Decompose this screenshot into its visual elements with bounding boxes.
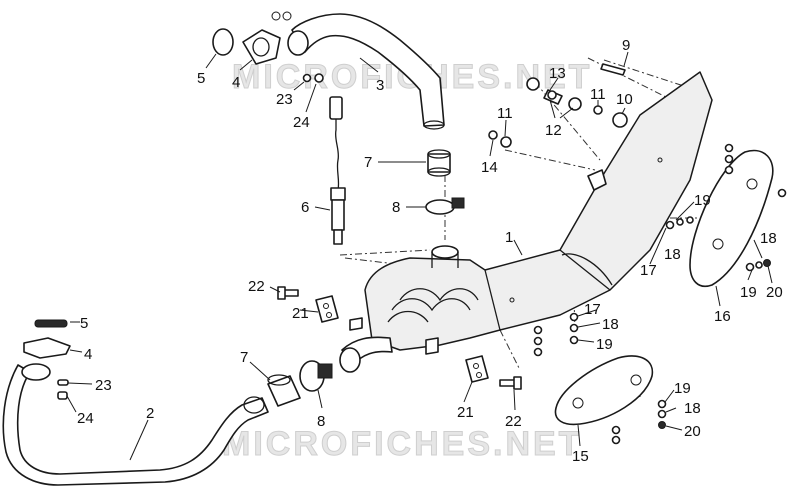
callout-18-right-top: 18 <box>664 246 681 263</box>
callout-8-lower: 8 <box>317 413 325 430</box>
callout-19-right-top: 19 <box>694 192 711 209</box>
callout-1: 1 <box>505 229 513 246</box>
callout-2: 2 <box>146 405 154 422</box>
callout-9: 9 <box>622 37 630 54</box>
callout-13: 13 <box>549 65 566 82</box>
callout-4-lower: 4 <box>84 346 92 363</box>
callout-22-lower: 22 <box>505 413 522 430</box>
mounting-bracket-lower <box>465 355 489 383</box>
washer-stack-lower <box>611 399 667 445</box>
callout-20-lower: 20 <box>684 423 701 440</box>
callout-14: 14 <box>481 159 498 176</box>
callout-21-lower: 21 <box>457 404 474 421</box>
heat-shield-upper <box>689 149 774 287</box>
callout-17-right: 17 <box>640 262 657 279</box>
exhaust-flange-lower <box>23 337 71 359</box>
callout-22-upper: 22 <box>248 278 265 295</box>
washer-set-top <box>302 73 324 83</box>
washer-stack-center <box>533 312 579 357</box>
header-pipe-top <box>287 13 445 130</box>
pipe-sleeve-lower <box>267 374 301 407</box>
callout-19-center: 19 <box>596 336 613 353</box>
callout-labels: 5 4 3 23 24 13 9 11 10 12 11 14 7 8 6 1 … <box>77 37 783 465</box>
callout-3: 3 <box>376 77 384 94</box>
pipe-clamp-top <box>425 197 465 215</box>
callout-19-right: 19 <box>740 284 757 301</box>
silencer-body <box>349 71 713 355</box>
pipe-clamp-lower <box>299 360 333 392</box>
callout-7-top: 7 <box>364 154 372 171</box>
callout-19-lower: 19 <box>674 380 691 397</box>
leader-lines <box>66 51 773 461</box>
callout-6: 6 <box>301 199 309 216</box>
callout-11-left: 11 <box>497 105 513 122</box>
connector-pipe <box>339 336 393 373</box>
mounting-bolt-lower <box>499 376 522 390</box>
watermark-bottom: MICROFICHES.NET <box>222 425 582 463</box>
callout-23-lower: 23 <box>95 377 112 394</box>
callout-15: 15 <box>572 448 589 465</box>
washer-stack-right <box>665 143 787 272</box>
callout-21-upper: 21 <box>292 305 309 322</box>
exhaust-flange-top <box>242 11 292 65</box>
callout-24-top: 24 <box>293 114 310 131</box>
callout-7-lower: 7 <box>240 349 248 366</box>
callout-18-lower: 18 <box>684 400 701 417</box>
callout-20-right: 20 <box>766 284 783 301</box>
callout-4-top: 4 <box>232 74 240 91</box>
lambda-sensor <box>329 96 346 245</box>
mounting-bracket-upper <box>315 295 339 323</box>
callout-11-right: 11 <box>590 86 606 103</box>
heat-shield-lower <box>554 355 654 426</box>
callout-18-right: 18 <box>760 230 777 247</box>
mounting-bolt-upper <box>277 286 299 300</box>
callout-16: 16 <box>714 308 731 325</box>
callout-17-center: 17 <box>584 301 601 318</box>
header-pipe-lower <box>2 363 269 486</box>
callout-12: 12 <box>545 122 562 139</box>
pipe-sleeve-top <box>427 149 451 177</box>
callout-23-top: 23 <box>276 91 293 108</box>
callout-24-lower: 24 <box>77 410 94 427</box>
callout-8-top: 8 <box>392 199 400 216</box>
washer-set-lower <box>57 379 69 400</box>
callout-5-lower: 5 <box>80 315 88 332</box>
hardware-cluster-top <box>488 63 628 148</box>
gasket-lower <box>34 319 68 328</box>
callout-5-top: 5 <box>197 70 205 87</box>
gasket-ring-top <box>212 28 234 56</box>
callout-18-center: 18 <box>602 316 619 333</box>
callout-10: 10 <box>616 91 633 108</box>
